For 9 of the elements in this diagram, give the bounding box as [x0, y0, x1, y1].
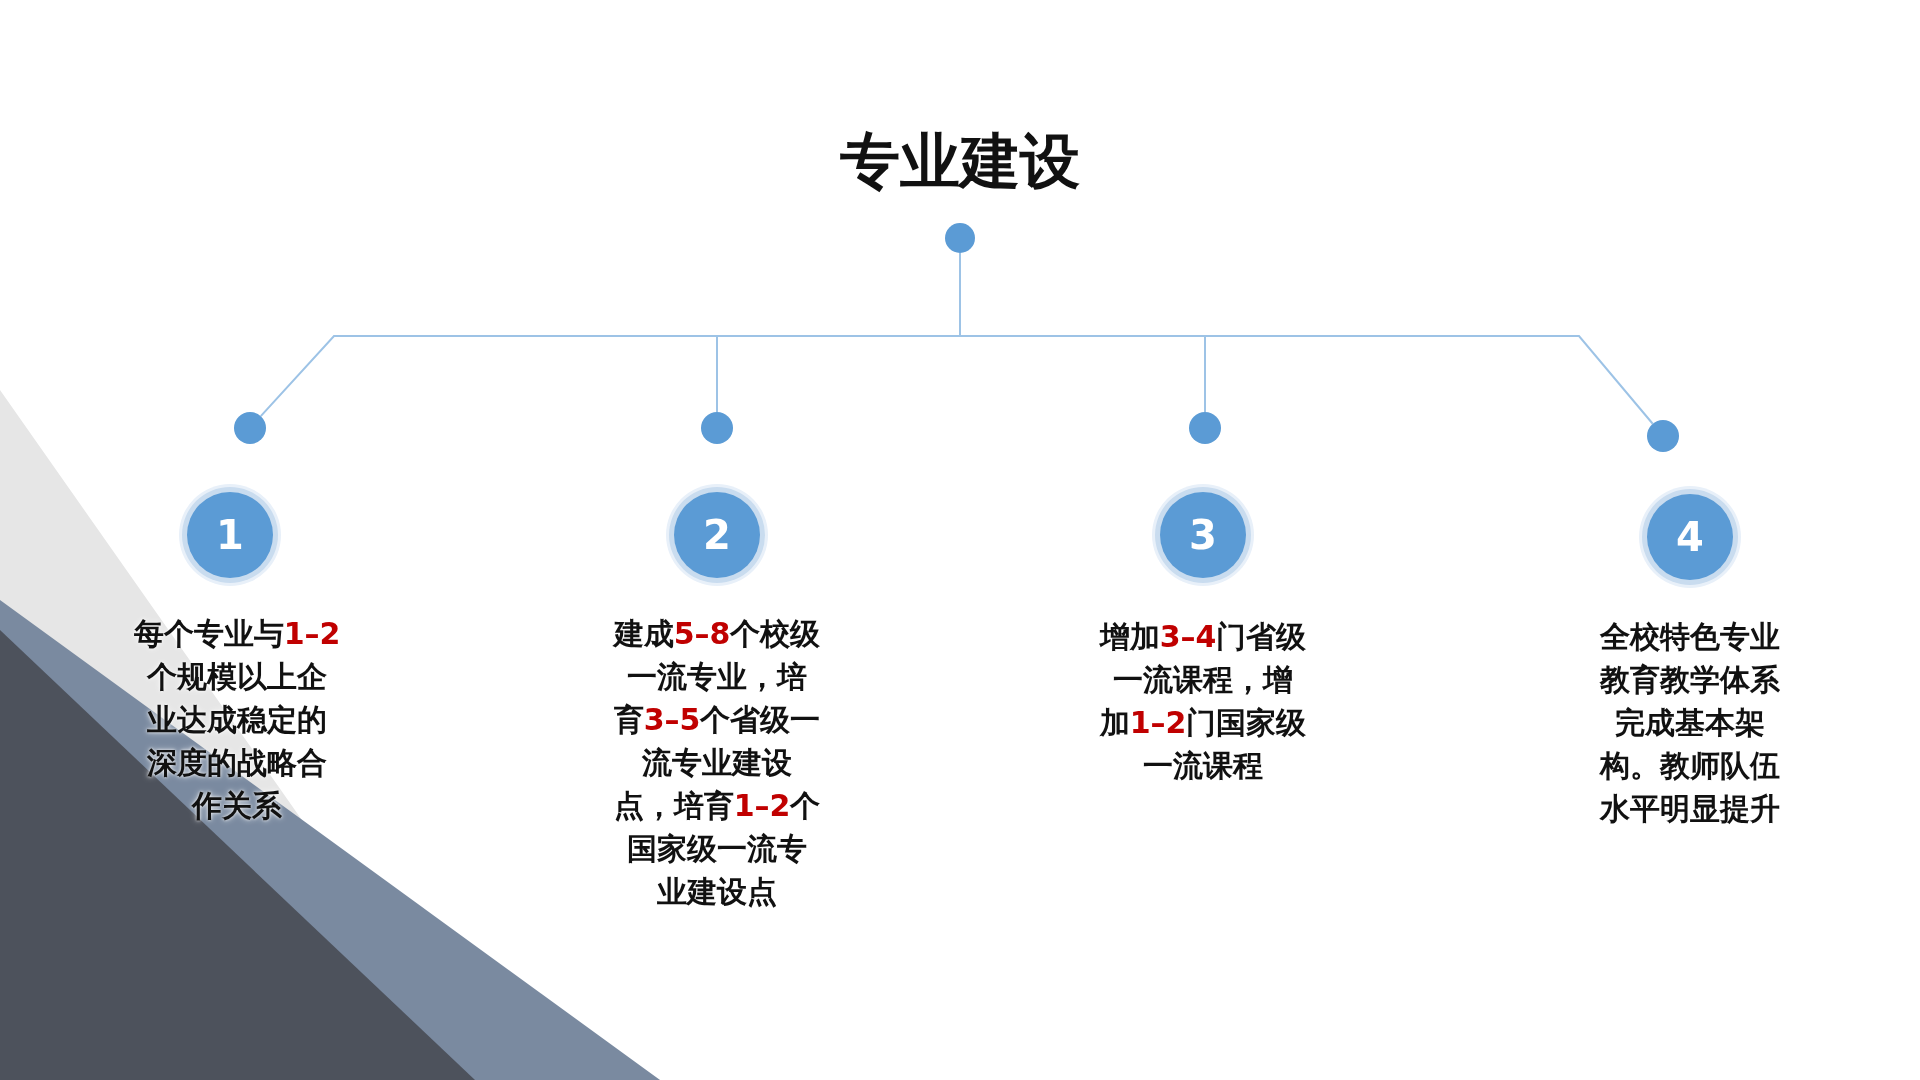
description-text: 增加3–4门省级一流课程，增加1–2门国家级一流课程 — [1098, 618, 1308, 785]
description-text: 全校特色专业教育教学体系完成基本架构。教师队伍水平明显提升 — [1598, 618, 1781, 828]
dot-marker — [1189, 412, 1221, 444]
dot-marker — [701, 412, 733, 444]
dot-marker — [945, 223, 975, 253]
dot-marker — [1647, 420, 1679, 452]
description-text: 建成5–8个校级一流专业，培育3–5个省级一流专业建设点，培育1–2个国家级一流专业建设点 — [612, 615, 822, 911]
title: 专业建设 — [839, 125, 1081, 198]
dot-marker — [234, 412, 266, 444]
